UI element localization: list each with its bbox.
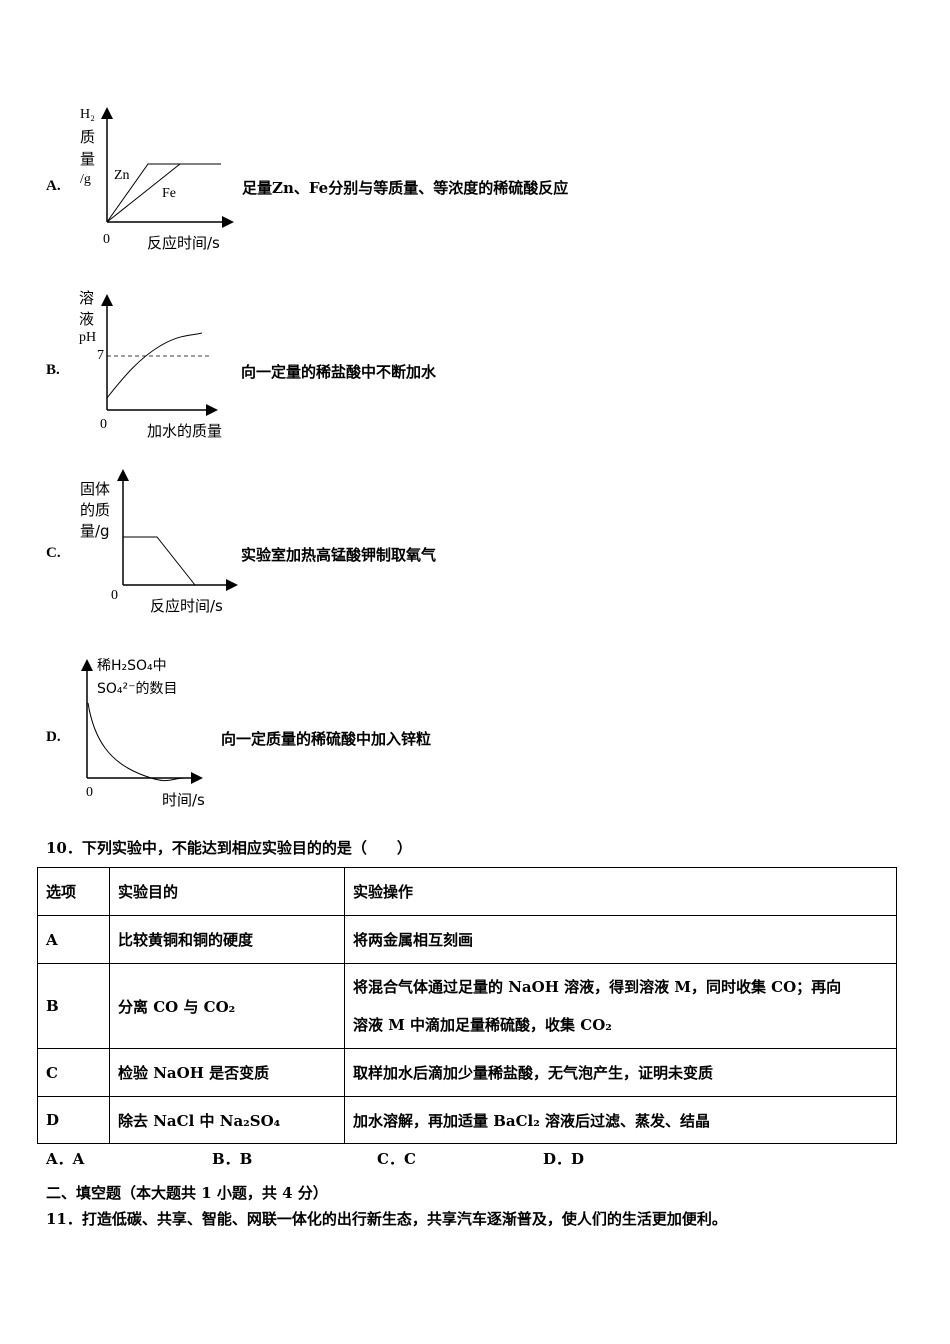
answer-d: D．D [543,1150,585,1168]
graph-d-plot [81,659,203,784]
graph-a-ylabel-3: 量 [80,150,96,168]
graph-a-zn-line [106,163,221,223]
q10-stem: 10．下列实验中，不能达到相应实验目的的是（ ） [46,839,412,857]
graph-b-ylabel-2: 液 [79,310,95,328]
graph-b-ylabel-1: 溶 [79,289,95,307]
table-row: B 分离 CO 与 CO₂ 将混合气体通过足量的 NaOH 溶液，得到溶液 M，… [37,963,897,1049]
graph-a-fe-label: Fe [162,186,176,201]
graph-b-ylabel-3: pH [79,330,97,345]
header-option: 选项 [37,867,110,916]
option-b-letter: B. [46,362,60,378]
graph-d-ylabel-1: 稀H₂SO₄中 [97,658,167,674]
graph-b-origin: 0 [100,417,107,432]
table-header-row: 选项 实验目的 实验操作 [37,867,897,916]
option-c-description: 实验室加热高锰酸钾制取氧气 [241,546,437,564]
table-row: D 除去 NaCl 中 Na₂SO₄ 加水溶解，再加适量 BaCl₂ 溶液后过滤… [37,1096,897,1144]
row-b-purpose: 分离 CO 与 CO₂ [109,963,345,1049]
graph-a-xlabel: 反应时间/s [147,234,220,252]
option-d-letter: D. [46,729,61,745]
table-row: C 检验 NaOH 是否变质 取样加水后滴加少量稀盐酸，无气泡产生，证明未变质 [37,1048,897,1097]
header-operation: 实验操作 [344,867,897,916]
q11-stem: 11．打造低碳、共享、智能、网联一体化的出行新生态，共享汽车逐渐普及，使人们的生… [46,1210,727,1228]
row-a-purpose: 比较黄铜和铜的硬度 [109,915,345,964]
answer-b: B．B [212,1150,253,1168]
graph-c-plot [117,469,238,591]
graph-b-curve [106,332,203,399]
graph-c-xlabel: 反应时间/s [150,597,223,615]
graph-a-ylabel-1: H₂ [80,107,95,122]
row-c-operation: 取样加水后滴加少量稀盐酸，无气泡产生，证明未变质 [344,1048,897,1097]
row-d-option: D [37,1096,110,1144]
graph-d-curve [87,702,186,782]
graph-b-plot [101,294,218,416]
row-d-purpose: 除去 NaCl 中 Na₂SO₄ [109,1096,345,1144]
graph-a-zn-label: Zn [114,168,130,183]
table-row: A 比较黄铜和铜的硬度 将两金属相互刻画 [37,915,897,964]
row-a-option: A [37,915,110,964]
row-c-purpose: 检验 NaOH 是否变质 [109,1048,345,1097]
graph-a-plot [101,107,234,228]
graph-d-origin: 0 [86,785,93,800]
graph-a-fe-line [106,163,181,223]
option-a-description: 足量Zn、Fe分别与等质量、等浓度的稀硫酸反应 [242,179,569,197]
option-b-description: 向一定量的稀盐酸中不断加水 [241,363,437,381]
row-b-operation-line1: 将混合气体通过足量的 NaOH 溶液，得到溶液 M，同时收集 CO；再向 [353,978,842,996]
graph-c-line [123,536,196,586]
row-b-operation-line2: 溶液 M 中滴加足量稀硫酸，收集 CO₂ [353,1016,612,1034]
option-c-letter: C. [46,545,61,561]
graph-d-ylabel-2: SO₄²⁻的数目 [97,681,178,697]
graph-b-tick-7: 7 [97,348,104,363]
row-d-operation: 加水溶解，再加适量 BaCl₂ 溶液后过滤、蒸发、结晶 [344,1096,897,1144]
row-b-option: B [37,963,110,1049]
graph-a-origin: 0 [103,232,110,247]
row-b-operation: 将混合气体通过足量的 NaOH 溶液，得到溶液 M，同时收集 CO；再向 溶液 … [344,963,897,1049]
answer-c: C．C [377,1150,416,1168]
option-a-letter: A. [46,178,61,194]
header-purpose: 实验目的 [109,867,345,916]
graph-a-ylabel-4: /g [80,172,91,187]
row-c-option: C [37,1048,110,1097]
graph-c-origin: 0 [111,588,118,603]
graph-c-ylabel-2: 的质 [80,501,111,519]
graph-d-xlabel: 时间/s [162,791,205,809]
graph-c-ylabel-1: 固体 [80,480,111,498]
graph-c-ylabel-3: 量/g [80,522,110,540]
row-a-operation: 将两金属相互刻画 [344,915,897,964]
q10-table: 选项 实验目的 实验操作 A 比较黄铜和铜的硬度 将两金属相互刻画 B 分离 C… [37,867,897,1144]
section-2-heading: 二、填空题（本大题共 1 小题，共 4 分） [46,1184,328,1202]
graph-b-xlabel: 加水的质量 [147,422,223,440]
graph-a-ylabel-2: 质 [80,128,96,146]
answer-a: A．A [46,1150,85,1168]
option-d-description: 向一定质量的稀硫酸中加入锌粒 [221,730,432,748]
